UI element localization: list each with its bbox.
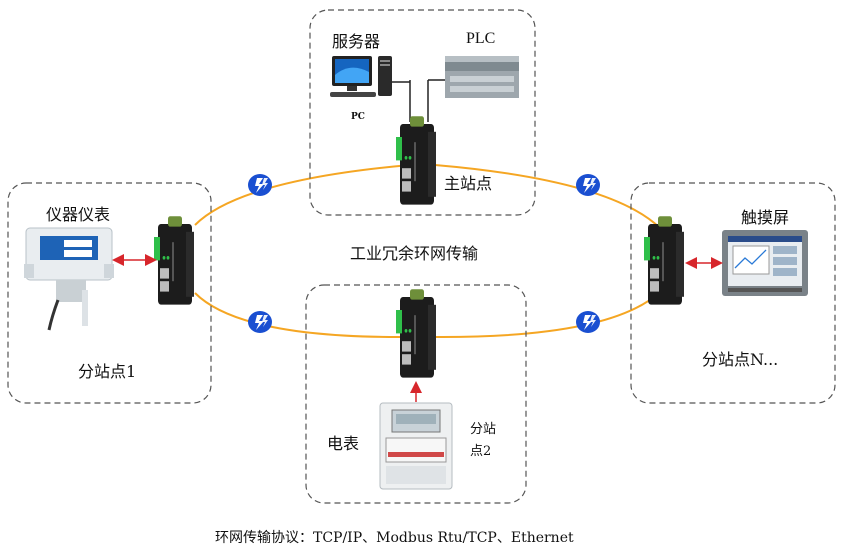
plc-device-icon	[445, 56, 519, 98]
instrument-sensor-icon	[24, 227, 114, 331]
subN-switch-icon	[644, 216, 684, 305]
electric-meter-icon	[379, 402, 453, 490]
ring-link-bottom-right	[434, 291, 661, 339]
instrument-label: 仪器仪表	[46, 205, 111, 224]
touchscreen-label: 触摸屏	[741, 208, 790, 227]
pc-computer-icon	[330, 56, 392, 97]
main-station-label: 主站点	[444, 174, 493, 193]
sub2-switch-icon	[396, 289, 436, 378]
protocol-caption: 环网传输协议：TCP/IP、Modbus Rtu/TCP、Ethernet	[215, 530, 574, 546]
ring-label: 工业冗余环网传输	[350, 244, 479, 263]
wireless-badge-icon	[248, 311, 272, 333]
wireless-badge-icon	[248, 174, 272, 196]
subN-station-label: 分站点N...	[702, 350, 779, 369]
touch-screen-icon	[722, 230, 808, 296]
ring-link-top-left	[194, 164, 411, 226]
wireless-badge-icon	[576, 174, 600, 196]
plc-label: PLC	[466, 30, 496, 47]
ring-link-bottom-left	[194, 292, 406, 339]
server-label: 服务器	[332, 32, 381, 51]
sub2-station-label-line2: 点2	[470, 444, 492, 459]
meter-label: 电表	[327, 434, 360, 453]
subN-station-box	[630, 182, 836, 404]
sub1-station-box	[7, 182, 212, 404]
main-station-box	[309, 9, 536, 216]
sub2-station-box	[305, 284, 527, 504]
main-switch-icon	[396, 116, 436, 205]
wireless-badge-icon	[576, 311, 600, 333]
sub2-station-label-line1: 分站	[470, 422, 497, 437]
sub1-switch-icon	[154, 216, 194, 305]
sub1-station-label: 分站点1	[78, 362, 137, 381]
pc-label: PC	[351, 112, 365, 122]
